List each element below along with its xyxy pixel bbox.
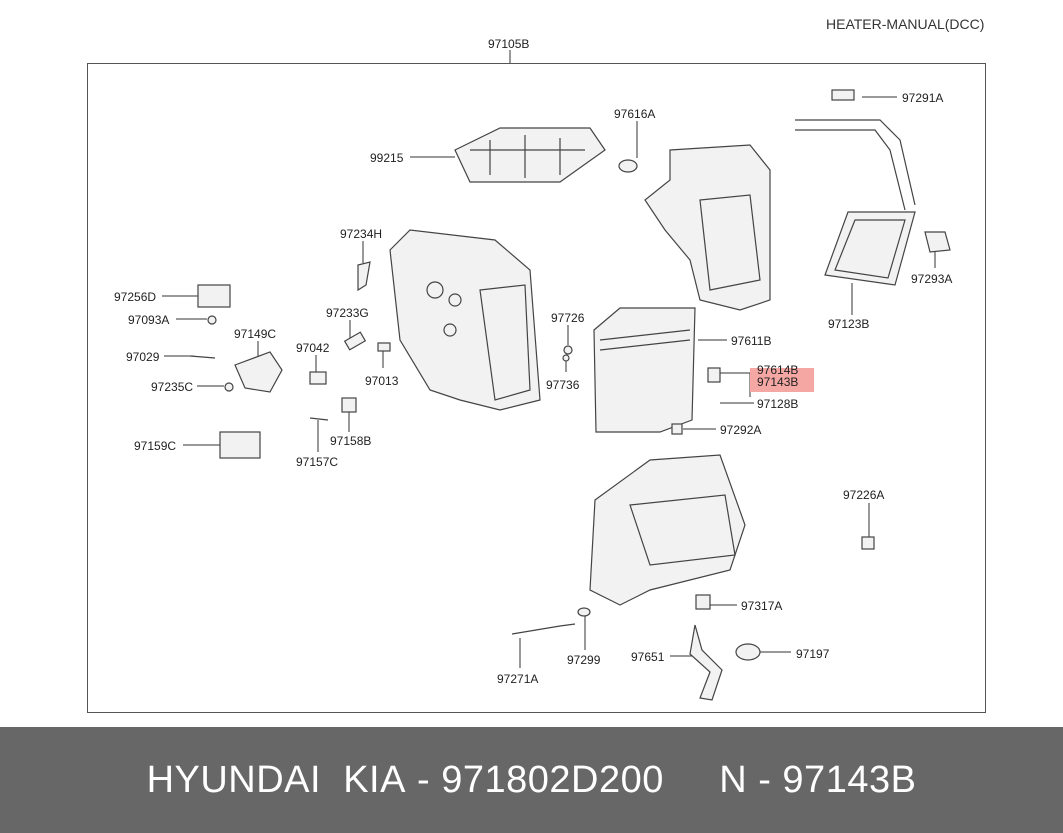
- label-97614B: 97614B: [757, 363, 798, 377]
- page-title: HEATER-MANUAL(DCC): [826, 16, 985, 32]
- label-97271A: 97271A: [497, 672, 538, 686]
- diagram-frame: [87, 63, 986, 713]
- label-97042: 97042: [296, 341, 330, 355]
- label-97158B: 97158B: [330, 434, 371, 448]
- label-97317A: 97317A: [741, 599, 782, 613]
- label-97093A: 97093A: [128, 313, 169, 327]
- label-97736: 97736: [546, 378, 580, 392]
- label-97233G: 97233G: [326, 306, 369, 320]
- label-97143B: 97143B: [757, 375, 798, 389]
- label-97013: 97013: [365, 374, 399, 388]
- label-97299: 97299: [567, 653, 601, 667]
- label-97226A: 97226A: [843, 488, 884, 502]
- label-97291A: 97291A: [902, 91, 943, 105]
- label-97292A: 97292A: [720, 423, 761, 437]
- exploded-parts-diagram: 97105B 99215 97616A 97291A 97234H 97256D…: [114, 37, 952, 701]
- label-97651: 97651: [631, 650, 665, 664]
- label-97234H: 97234H: [340, 227, 382, 241]
- footer-caption: HYUNDAI KIA - 971802D200 N - 97143B: [146, 758, 917, 801]
- label-97235C: 97235C: [151, 380, 193, 394]
- label-97149C: 97149C: [234, 327, 276, 341]
- label-97726: 97726: [551, 311, 585, 325]
- label-97197: 97197: [796, 647, 830, 661]
- n-value: 97143B: [782, 758, 917, 801]
- label-97128B: 97128B: [757, 397, 798, 411]
- label-97123B: 97123B: [828, 317, 869, 331]
- label-97029: 97029: [126, 350, 160, 364]
- label-97159C: 97159C: [134, 439, 176, 453]
- label-99215: 99215: [370, 151, 404, 165]
- brand-text: HYUNDAI KIA: [146, 758, 406, 801]
- label-97611B: 97611B: [731, 334, 771, 348]
- label-97616A: 97616A: [614, 107, 655, 121]
- part-number: 971802D200: [441, 758, 664, 801]
- n-label: N: [719, 758, 748, 801]
- label-97256D: 97256D: [114, 290, 156, 304]
- label-97105B: 97105B: [488, 37, 529, 51]
- highlight-97143B: [750, 368, 814, 392]
- label-97293A: 97293A: [911, 272, 952, 286]
- footer-bar: HYUNDAI KIA - 971802D200 N - 97143B: [0, 727, 1063, 833]
- label-97157C: 97157C: [296, 455, 338, 469]
